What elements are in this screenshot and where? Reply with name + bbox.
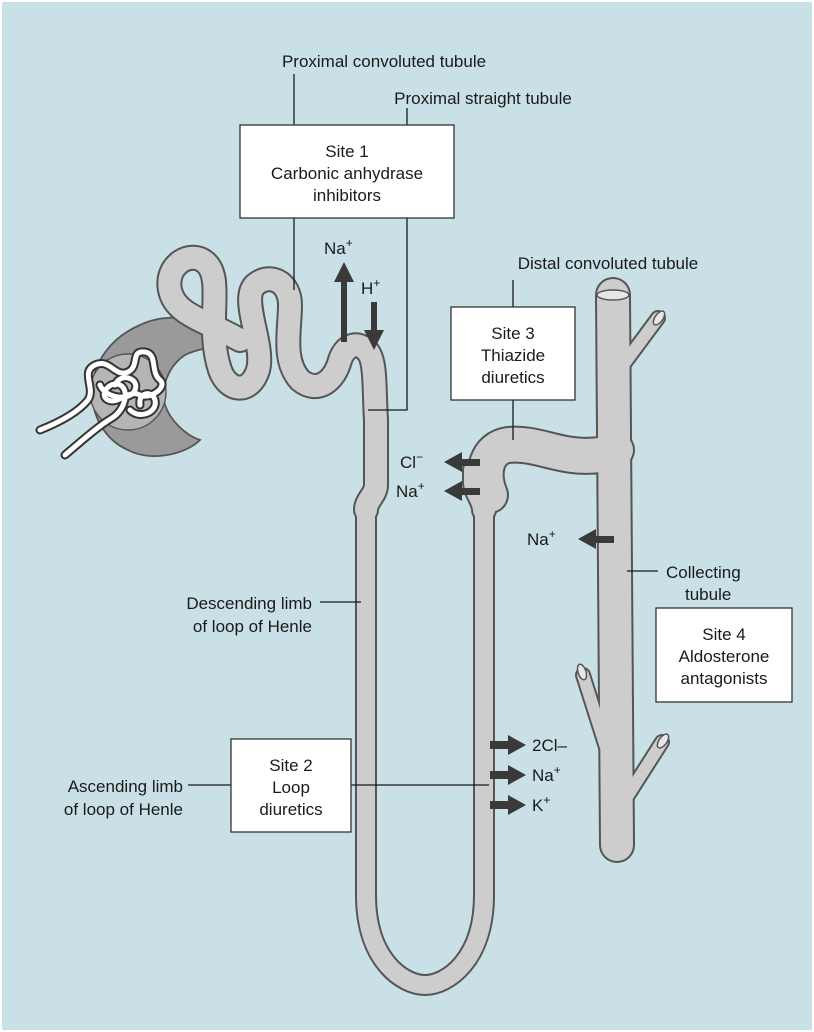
na-collecting-label: Na+ <box>527 527 556 549</box>
na-distal-label: Na+ <box>396 479 425 501</box>
site-4-line-1: Site 4 <box>702 625 745 644</box>
na-loop-arrow <box>490 765 526 785</box>
site-3-line-1: Site 3 <box>491 324 534 343</box>
site-2-line-3: diuretics <box>259 800 322 819</box>
k-loop-arrow <box>490 795 526 815</box>
ascending-limb-label-1: Ascending limb <box>68 777 183 796</box>
site-4-line-2: Aldosterone <box>679 647 770 666</box>
site-3-box: Site 3 Thiazide diuretics <box>451 307 575 400</box>
site-2-box: Site 2 Loop diuretics <box>231 739 351 832</box>
loop-of-henle-outline <box>366 510 484 985</box>
site-4-line-3: antagonists <box>681 669 768 688</box>
site-1-line-3: inhibitors <box>313 186 381 205</box>
loop-of-henle-fill <box>366 510 484 985</box>
cl-loop-label: 2Cl– <box>532 736 568 755</box>
proximal-convoluted-label: Proximal convoluted tubule <box>282 52 486 71</box>
site-2-line-2: Loop <box>272 778 310 797</box>
site-1-line-1: Site 1 <box>325 142 368 161</box>
descending-limb-label-1: Descending limb <box>186 594 312 613</box>
site-3-line-3: diuretics <box>481 368 544 387</box>
site-1-line-2: Carbonic anhydrase <box>271 164 423 183</box>
collecting-top-opening <box>597 290 629 300</box>
na-proximal-arrow <box>334 262 354 342</box>
site-1-box: Site 1 Carbonic anhydrase inhibitors <box>240 125 454 218</box>
descending-limb-label-2: of loop of Henle <box>193 617 312 636</box>
cl-loop-arrow <box>490 735 526 755</box>
collecting-tubule-label-2: tubule <box>685 585 731 604</box>
ascending-limb-label-2: of loop of Henle <box>64 800 183 819</box>
na-proximal-label: Na+ <box>324 236 353 258</box>
site-2-line-1: Site 2 <box>269 756 312 775</box>
site-4-box: Site 4 Aldosterone antagonists <box>656 608 792 702</box>
proximal-straight-label: Proximal straight tubule <box>394 89 572 108</box>
collecting-tubule-label-1: Collecting <box>666 563 741 582</box>
descending-limb-fill <box>366 420 376 510</box>
distal-convoluted-label: Distal convoluted tubule <box>518 254 699 273</box>
nephron-tubule <box>40 258 671 985</box>
na-loop-label: Na+ <box>532 763 561 785</box>
cl-distal-label: Cl− <box>400 450 423 472</box>
h-proximal-label: H+ <box>361 276 380 298</box>
k-loop-label: K+ <box>532 793 550 815</box>
site-3-line-2: Thiazide <box>481 346 545 365</box>
